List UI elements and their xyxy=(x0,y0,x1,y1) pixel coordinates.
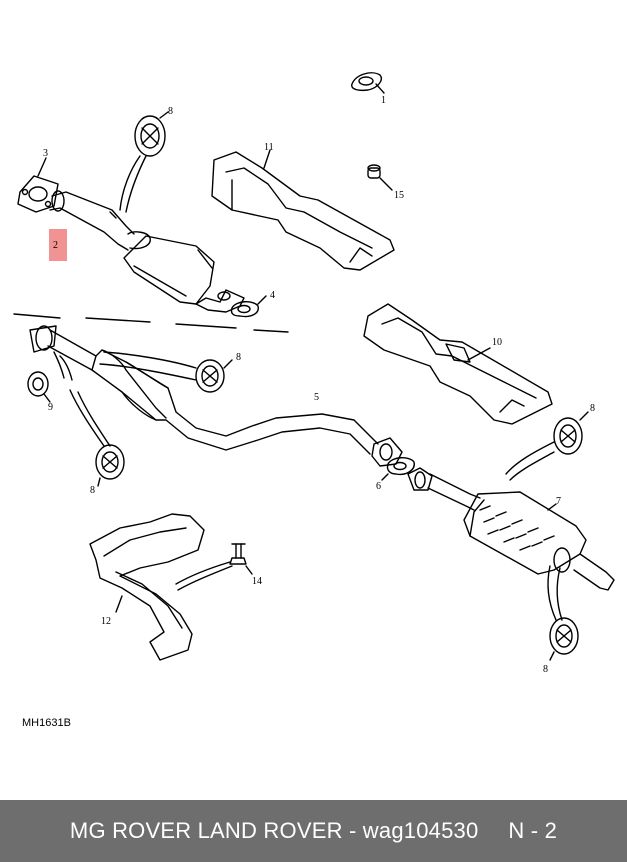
callout-6: 6 xyxy=(376,481,381,492)
part-12-heat-shield xyxy=(89,513,205,661)
footer-title: MG ROVER LAND ROVER - wag104530 xyxy=(69,818,479,843)
callout-15: 15 xyxy=(394,190,404,201)
part-2-front-pipe-catalyst xyxy=(49,190,245,313)
part-8-mount-top xyxy=(119,111,169,213)
footer-bar: MG ROVER LAND ROVER - wag104530 N - 2 xyxy=(0,800,627,862)
part-1-gasket xyxy=(351,72,385,94)
callout-8-right-lower: 8 xyxy=(543,664,548,675)
part-8-mount-right-upper xyxy=(505,411,589,481)
part-8-mount-right-lower xyxy=(547,565,579,661)
part-6-gasket xyxy=(381,457,415,481)
part-8-mount-mid-right xyxy=(99,351,233,393)
callout-9: 9 xyxy=(48,402,53,413)
callout-5: 5 xyxy=(314,392,319,403)
callout-3: 3 xyxy=(43,148,48,159)
callout-2: 2 xyxy=(53,240,58,251)
exhaust-system-diagram: 1 2 3 4 5 6 7 8 8 8 8 8 9 10 11 12 14 15 xyxy=(13,72,615,675)
separator-dashed-line xyxy=(13,313,289,333)
callout-8-top: 8 xyxy=(168,106,173,117)
part-8-mount-mid-left xyxy=(69,389,125,487)
part-11-heat-shield xyxy=(211,149,395,271)
part-10-heat-shield xyxy=(363,303,553,425)
callout-4: 4 xyxy=(270,290,275,301)
callout-8-right-upper: 8 xyxy=(590,403,595,414)
footer-page-number: N - 2 xyxy=(508,818,558,843)
part-4-gasket xyxy=(230,295,267,318)
part-15-bolt xyxy=(367,164,393,191)
part-3-flange xyxy=(17,157,59,213)
callout-10: 10 xyxy=(492,337,502,348)
diagram-reference-code: MH1631B xyxy=(22,717,71,729)
callout-12: 12 xyxy=(101,616,111,627)
part-14-bolt xyxy=(175,543,253,591)
part-9-mount xyxy=(27,371,51,403)
callout-8-mid-right: 8 xyxy=(236,352,241,363)
callout-7: 7 xyxy=(556,496,561,507)
callout-11: 11 xyxy=(264,142,274,153)
callout-2-highlight xyxy=(49,229,67,261)
callout-1: 1 xyxy=(381,95,386,106)
part-7-rear-silencer xyxy=(407,467,615,591)
callout-8-mid-left: 8 xyxy=(90,485,95,496)
part-5-intermediate-pipe xyxy=(29,325,403,467)
callout-14: 14 xyxy=(252,576,262,587)
